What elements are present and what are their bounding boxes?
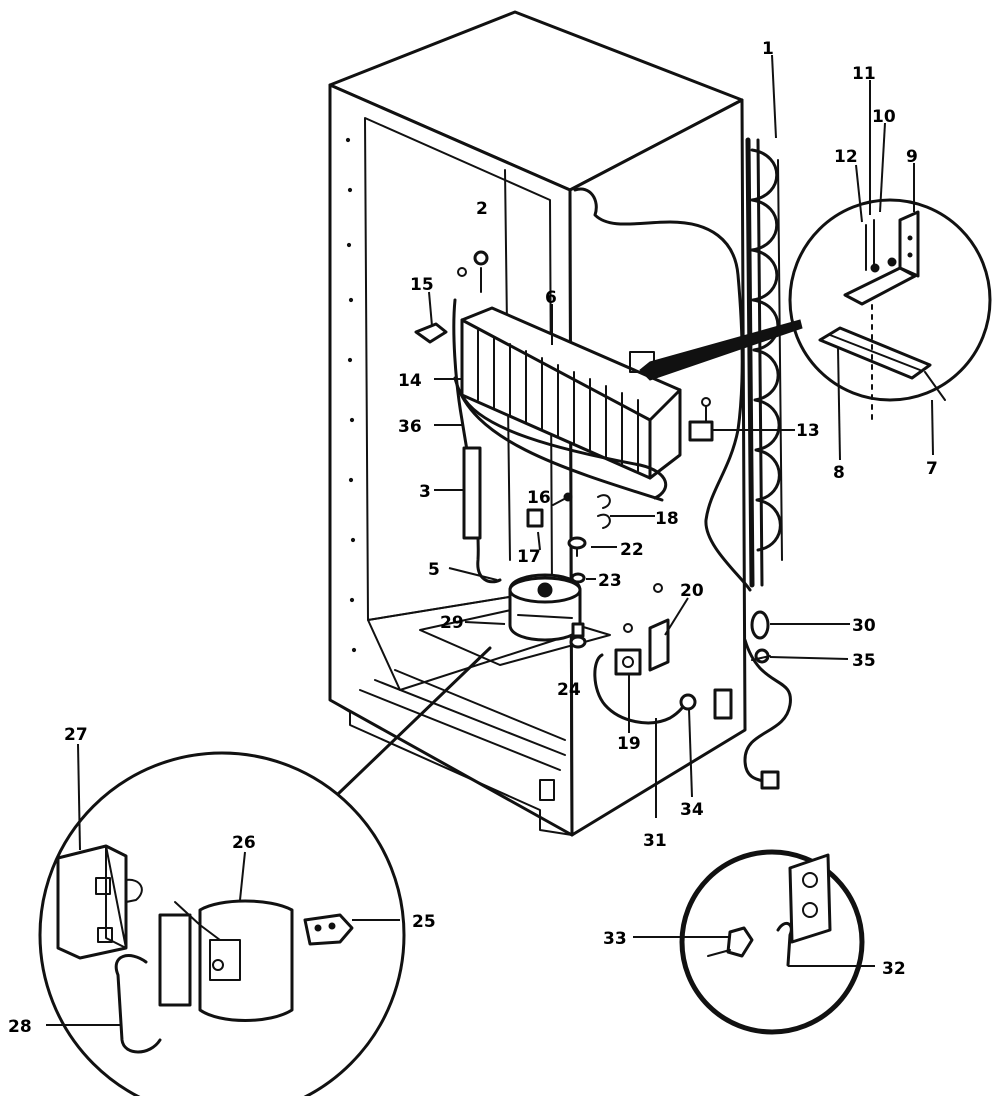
- callout-numbers: 1 2 3 5 6 7 8 9 10 11 12 13 14 15 16 17 …: [8, 39, 938, 1037]
- callout-35: 35: [852, 651, 876, 671]
- callout-20: 20: [680, 581, 704, 601]
- callout-9: 9: [906, 147, 918, 167]
- cabinet-flange-dots: [345, 137, 357, 653]
- callout-14: 14: [398, 371, 422, 391]
- power-plug: [760, 770, 780, 790]
- evaporator-assembly: [453, 306, 682, 502]
- callout-8: 8: [833, 463, 845, 483]
- refrigerator-cabinet: [328, 10, 747, 837]
- callout-17: 17: [517, 547, 541, 567]
- grommet-24: [569, 635, 587, 649]
- detail-circle-receptacle: [679, 849, 865, 1035]
- drain-fittings: [526, 492, 611, 557]
- fitting-34: [679, 693, 697, 711]
- callout-7: 7: [926, 459, 938, 479]
- callout-10: 10: [872, 107, 896, 127]
- callout-18: 18: [655, 509, 679, 529]
- clip-30: [750, 610, 770, 640]
- callout-30: 30: [852, 616, 876, 636]
- callout-11: 11: [852, 64, 876, 84]
- drain-trough: [453, 376, 664, 502]
- callout-19: 19: [617, 734, 641, 754]
- callout-32: 32: [882, 959, 906, 979]
- callout-13: 13: [796, 421, 820, 441]
- clamp-15: [414, 322, 448, 344]
- callout-6: 6: [545, 288, 557, 308]
- drain-loop: [593, 653, 687, 725]
- callout-36: 36: [398, 417, 422, 437]
- callout-33: 33: [603, 929, 627, 949]
- callout-28: 28: [8, 1017, 32, 1037]
- callout-29: 29: [440, 613, 464, 633]
- power-cord: [743, 638, 792, 784]
- detail-circle-compressor-electrical: [38, 646, 492, 1096]
- screw-2: [473, 250, 489, 293]
- callout-22: 22: [620, 540, 644, 560]
- callout-5: 5: [428, 560, 440, 580]
- valve-19: [614, 623, 642, 676]
- overload-protector: [303, 913, 354, 946]
- callout-26: 26: [232, 833, 256, 853]
- grommet-23: [570, 572, 586, 584]
- detail-circle-bracket: [788, 198, 992, 421]
- callout-16: 16: [527, 488, 551, 508]
- refrigerant-tube: [573, 187, 752, 592]
- callout-24: 24: [557, 680, 581, 700]
- callout-27: 27: [64, 725, 88, 745]
- evaporator-fins: [477, 329, 639, 472]
- callout-34: 34: [680, 800, 704, 820]
- leader-lines: [46, 54, 934, 1026]
- drain-tube: [462, 446, 482, 540]
- evaporator-mount-rod: [639, 319, 803, 381]
- callout-2: 2: [476, 199, 488, 219]
- defrost-heater: [460, 393, 668, 500]
- callout-12: 12: [834, 147, 858, 167]
- bracket-20: [648, 583, 670, 672]
- callout-25: 25: [412, 912, 436, 932]
- wire-clip: [114, 954, 162, 1054]
- compressor: [508, 573, 582, 642]
- callout-23: 23: [598, 571, 622, 591]
- callout-3: 3: [419, 482, 431, 502]
- callout-1: 1: [762, 39, 774, 59]
- condenser-coil: [745, 137, 783, 588]
- callout-15: 15: [410, 275, 434, 295]
- callout-31: 31: [643, 831, 667, 851]
